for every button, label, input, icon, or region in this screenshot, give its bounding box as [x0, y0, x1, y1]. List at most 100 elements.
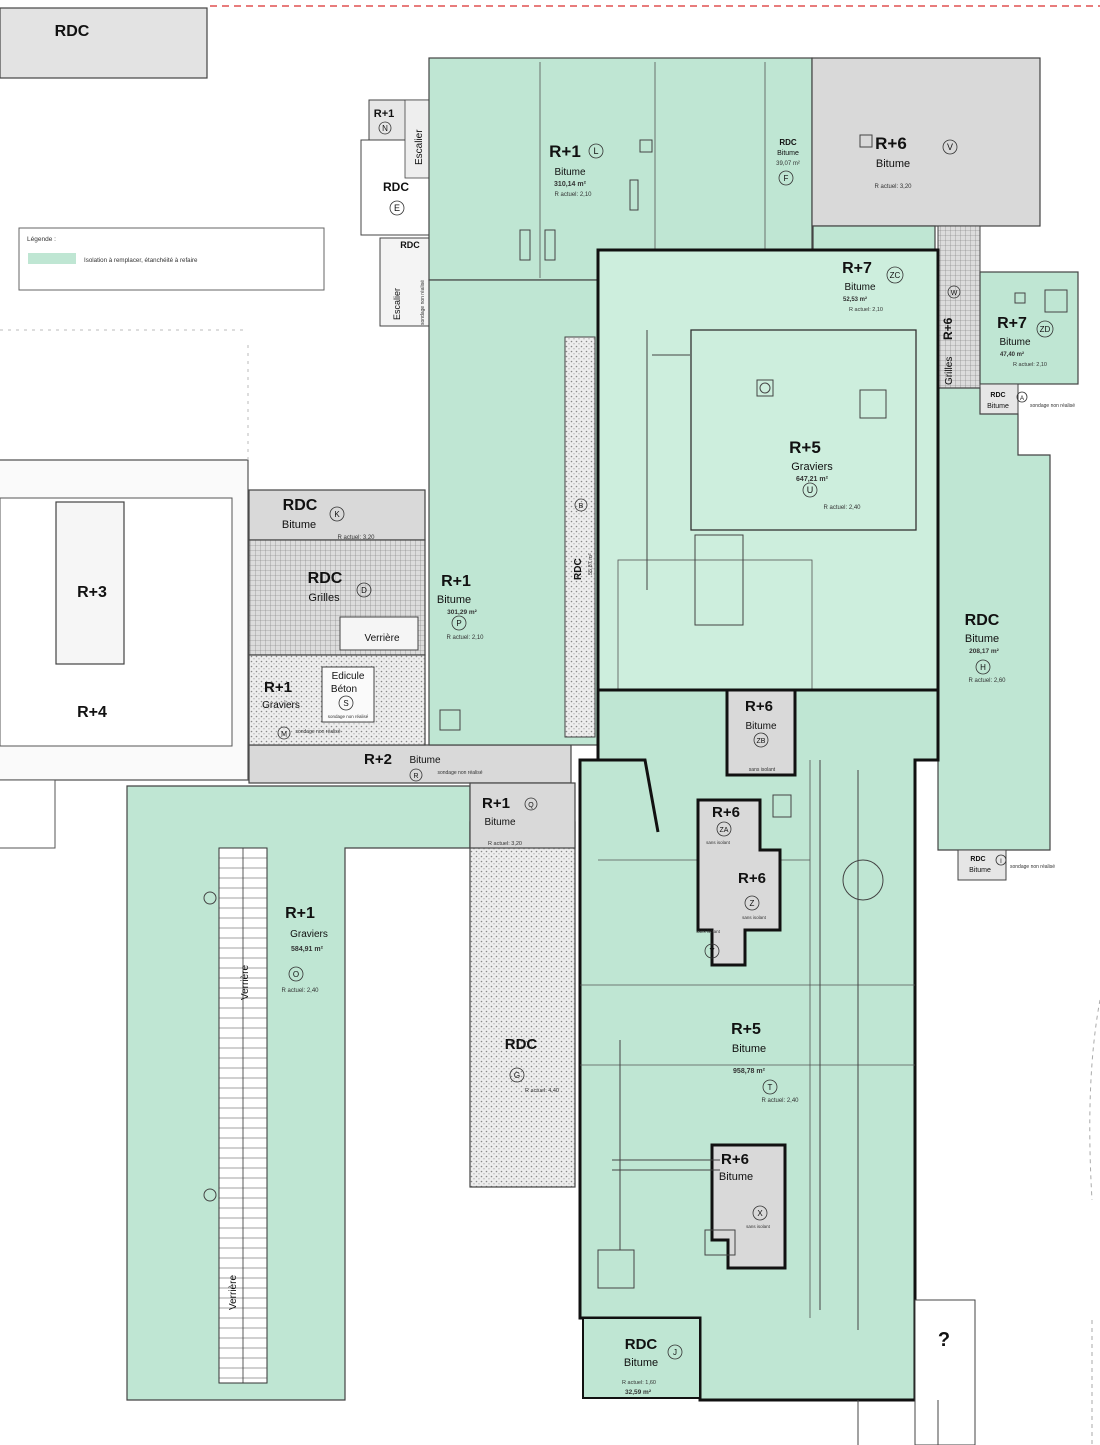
label-j-letter: J	[673, 1348, 677, 1357]
zone-labels: RDC Légende : Isolation à remplacer, éta…	[27, 23, 1075, 1396]
roof-equipment	[203, 134, 1068, 1330]
label-h-r: R actuel: 2,60	[968, 678, 1006, 684]
label-s-level: Edicule	[332, 671, 365, 682]
legend-swatch	[28, 253, 76, 264]
zone-g	[469, 821, 576, 1188]
label-za-level: R+6	[712, 804, 740, 821]
zone-b	[564, 336, 596, 738]
label-r4: R+4	[77, 704, 107, 721]
label-u-level: R+5	[789, 438, 821, 457]
label-m-material: Graviers	[262, 700, 300, 711]
label-t-level: R+5	[731, 1021, 761, 1038]
label-g-level: RDC	[505, 1036, 538, 1053]
label-k-material: Bitume	[282, 519, 316, 531]
label-l-material: Bitume	[554, 167, 586, 178]
zone-unknown	[914, 1299, 976, 1445]
label-zc-area: 52,53 m²	[843, 296, 867, 303]
label-j-area: 32,59 m²	[625, 1389, 652, 1396]
label-v-level: R+6	[875, 134, 907, 153]
label-q-material: Bitume	[484, 817, 516, 828]
label-h-material: Bitume	[965, 633, 999, 645]
label-u-letter: U	[807, 485, 814, 495]
label-zc-letter: ZC	[890, 271, 901, 280]
stair-e	[404, 99, 430, 179]
label-d-letter: D	[361, 586, 367, 595]
label-y-note: sans isolant	[696, 929, 721, 934]
zone-zb	[725, 688, 797, 777]
zone-q	[469, 782, 576, 849]
label-zb-material: Bitume	[745, 721, 777, 732]
zone-zd	[979, 271, 1079, 385]
label-t-area: 958,78 m²	[733, 1068, 766, 1075]
building-r3	[55, 501, 125, 665]
label-zc-r: R actuel: 2,10	[849, 307, 883, 313]
label-j-r: R actuel: 1,60	[622, 1380, 656, 1386]
label-b-level: RDC	[573, 558, 584, 580]
label-q-level: R+1	[482, 795, 510, 812]
label-g-r: R actuel: 4,40	[525, 1088, 559, 1094]
label-zb-level: R+6	[745, 698, 773, 715]
label-t-r: R actuel: 2,40	[761, 1098, 799, 1104]
label-p-area: 301,29 m²	[447, 609, 477, 616]
label-i-note: sondage non réalisé	[1010, 864, 1055, 870]
label-rdc-small: RDC	[400, 240, 420, 250]
label-u-area: 647,21 m²	[796, 476, 829, 483]
label-w-material: Grilles	[944, 357, 955, 385]
label-y-letter: Y	[709, 947, 715, 956]
label-rdc-small-note: sondage non réalisé	[420, 280, 426, 325]
label-rdc-small-stair: Escalier	[392, 288, 402, 320]
legend-title: Légende :	[27, 236, 56, 243]
label-m-note: sondage non réalisé	[295, 729, 340, 735]
label-j-material: Bitume	[624, 1357, 658, 1369]
label-s-material: Béton	[331, 684, 357, 695]
zone-k	[248, 489, 426, 541]
label-a-level: RDC	[990, 392, 1005, 399]
label-zc-level: R+7	[842, 260, 872, 277]
label-x-material: Bitume	[719, 1171, 753, 1183]
label-zd-r: R actuel: 2,10	[1013, 362, 1047, 368]
label-v-letter: V	[947, 142, 953, 152]
label-o-r: R actuel: 2,40	[281, 988, 319, 994]
label-q-letter: Q	[528, 802, 534, 809]
label-z-level: R+6	[738, 870, 766, 887]
label-a-note: sondage non réalisé	[1030, 403, 1075, 409]
label-o-material: Graviers	[290, 929, 328, 940]
label-q-r: R actuel: 3,20	[488, 841, 522, 847]
label-v-r: R actuel: 3,20	[874, 184, 912, 190]
label-v-material: Bitume	[876, 158, 910, 170]
label-h-area: 208,17 m²	[969, 648, 999, 655]
label-o-verriere-bottom: Verrière	[228, 1275, 239, 1310]
zone-j	[582, 1317, 701, 1399]
boundary-curve	[1089, 999, 1100, 1201]
legend-item-label: Isolation à remplacer, étanchéité à refa…	[84, 257, 198, 264]
label-f-material: Bitume	[777, 150, 799, 157]
label-z-letter: Z	[750, 899, 755, 908]
label-e-stair: Escalier	[414, 129, 425, 165]
zone-x	[710, 1143, 787, 1270]
label-l-letter: L	[593, 146, 598, 156]
label-p-r: R actuel: 2,10	[446, 635, 484, 641]
zone-s	[321, 666, 375, 723]
label-b-area: 55,87 m²	[588, 553, 594, 575]
label-p-letter: P	[456, 619, 461, 628]
label-zd-area: 47,40 m²	[1000, 351, 1024, 358]
label-d-material: Grilles	[308, 592, 340, 604]
label-r-letter: R	[413, 773, 418, 780]
zone-rdc-small	[379, 237, 433, 327]
label-a-letter: A	[1020, 396, 1024, 402]
label-zb-note: sans isolant	[749, 767, 776, 773]
label-o-letter: O	[293, 970, 299, 979]
label-o-level: R+1	[285, 905, 315, 922]
label-s-letter: S	[343, 699, 348, 708]
label-zd-material: Bitume	[999, 337, 1031, 348]
label-zd-letter: ZD	[1040, 325, 1051, 334]
label-e-level: RDC	[383, 180, 409, 194]
label-f-letter: F	[784, 174, 789, 183]
label-d-verriere: Verrière	[364, 633, 399, 644]
label-zd-level: R+7	[997, 315, 1027, 332]
label-unknown: ?	[938, 1329, 950, 1351]
label-u-r: R actuel: 2,40	[823, 505, 861, 511]
label-r-note: sondage non réalisé	[437, 770, 482, 776]
label-l-area: 310,14 m²	[554, 181, 587, 188]
